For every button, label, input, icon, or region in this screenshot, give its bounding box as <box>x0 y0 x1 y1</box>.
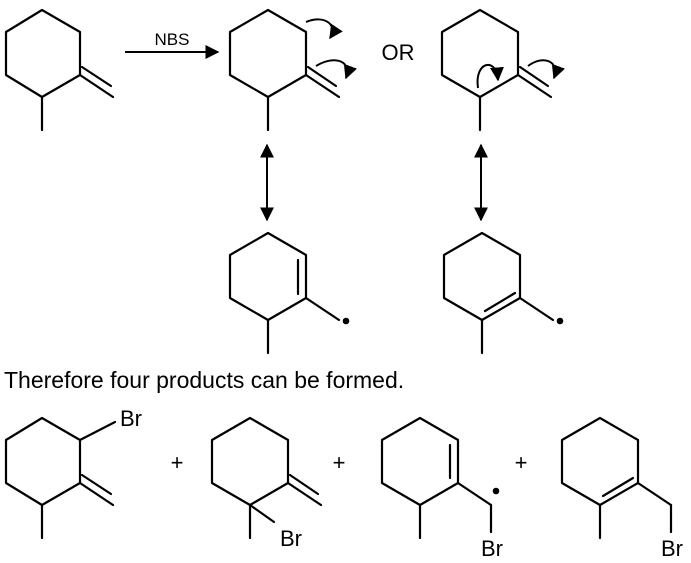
radical-dot <box>342 317 350 325</box>
or-label: OR <box>382 40 415 65</box>
product-4: Br <box>560 416 683 561</box>
curly-arrow-3 <box>476 63 504 89</box>
resonance-structure-b <box>442 231 564 355</box>
radical-dot <box>556 317 564 325</box>
bromine-label: Br <box>481 536 503 561</box>
intermediate-a <box>228 8 357 132</box>
bromine-label: Br <box>280 526 302 551</box>
intermediate-b <box>440 8 565 132</box>
plus-sign: + <box>515 450 528 475</box>
curly-arrow-2 <box>315 59 357 80</box>
product-2: Br <box>210 416 323 551</box>
plus-sign: + <box>333 450 346 475</box>
bromine-label: Br <box>120 406 142 431</box>
curly-arrow-4 <box>527 59 565 80</box>
product-1: Br <box>4 406 142 540</box>
resonance-structure-a <box>228 231 350 355</box>
reaction-arrow: NBS <box>125 30 220 59</box>
plus-sign: + <box>171 450 184 475</box>
radical-dot <box>492 487 500 495</box>
starting-material <box>4 8 115 132</box>
reagent-label: NBS <box>155 30 190 49</box>
conclusion-text: Therefore four products can be formed. <box>4 367 404 393</box>
product-3: Br <box>380 416 503 561</box>
curly-arrow-1 <box>305 18 343 40</box>
bromine-label: Br <box>661 536 683 561</box>
